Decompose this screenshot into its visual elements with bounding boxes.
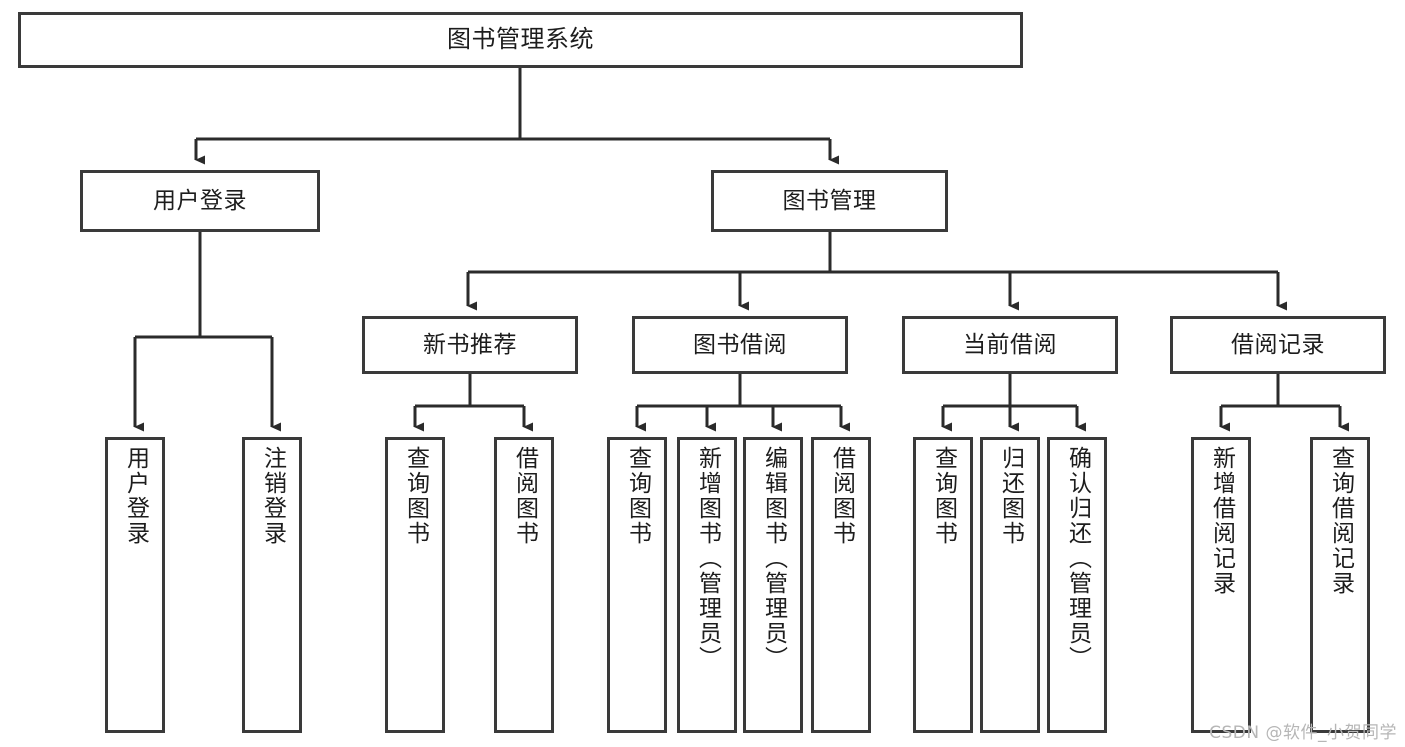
leaf-query-book-borrow[interactable]: 查询图书 bbox=[607, 437, 667, 733]
node-new-book-recommend[interactable]: 新书推荐 bbox=[362, 316, 578, 374]
leaf-return-book[interactable]: 归还图书 bbox=[980, 437, 1040, 733]
node-borrow-record[interactable]: 借阅记录 bbox=[1170, 316, 1386, 374]
node-label: 注销登录 bbox=[259, 446, 286, 546]
node-label: 查询借阅记录 bbox=[1327, 446, 1354, 596]
node-root-book-management-system[interactable]: 图书管理系统 bbox=[18, 12, 1023, 68]
node-label: 查询图书 bbox=[402, 446, 429, 546]
leaf-query-borrow-record[interactable]: 查询借阅记录 bbox=[1310, 437, 1370, 733]
node-label: 归还图书 bbox=[997, 446, 1024, 546]
leaf-query-book-current[interactable]: 查询图书 bbox=[913, 437, 973, 733]
node-user-login[interactable]: 用户登录 bbox=[80, 170, 320, 232]
node-label: 当前借阅 bbox=[963, 331, 1057, 358]
node-label: 用户登录 bbox=[122, 446, 149, 546]
leaf-query-book-recommend[interactable]: 查询图书 bbox=[385, 437, 445, 733]
leaf-add-borrow-record[interactable]: 新增借阅记录 bbox=[1191, 437, 1251, 733]
leaf-user-logout[interactable]: 注销登录 bbox=[242, 437, 302, 733]
node-current-borrow[interactable]: 当前借阅 bbox=[902, 316, 1118, 374]
node-label: 图书借阅 bbox=[693, 331, 787, 358]
leaf-borrow-book-recommend[interactable]: 借阅图书 bbox=[494, 437, 554, 733]
node-label: 确认归还（管理员） bbox=[1064, 446, 1091, 671]
node-label: 新书推荐 bbox=[423, 331, 517, 358]
node-label: 新增借阅记录 bbox=[1208, 446, 1235, 596]
node-label: 查询图书 bbox=[930, 446, 957, 546]
node-book-management[interactable]: 图书管理 bbox=[711, 170, 948, 232]
node-label: 借阅记录 bbox=[1231, 331, 1325, 358]
leaf-add-book-admin[interactable]: 新增图书（管理员） bbox=[677, 437, 737, 733]
node-label: 借阅图书 bbox=[828, 446, 855, 546]
node-label: 查询图书 bbox=[624, 446, 651, 546]
node-label: 新增图书（管理员） bbox=[694, 446, 721, 671]
node-label: 图书管理系统 bbox=[447, 25, 594, 54]
node-label: 用户登录 bbox=[153, 187, 247, 214]
node-label: 编辑图书（管理员） bbox=[760, 446, 787, 671]
node-book-borrow[interactable]: 图书借阅 bbox=[632, 316, 848, 374]
leaf-user-login[interactable]: 用户登录 bbox=[105, 437, 165, 733]
leaf-confirm-return-admin[interactable]: 确认归还（管理员） bbox=[1047, 437, 1107, 733]
leaf-edit-book-admin[interactable]: 编辑图书（管理员） bbox=[743, 437, 803, 733]
node-label: 借阅图书 bbox=[511, 446, 538, 546]
leaf-borrow-book[interactable]: 借阅图书 bbox=[811, 437, 871, 733]
node-label: 图书管理 bbox=[782, 187, 877, 214]
